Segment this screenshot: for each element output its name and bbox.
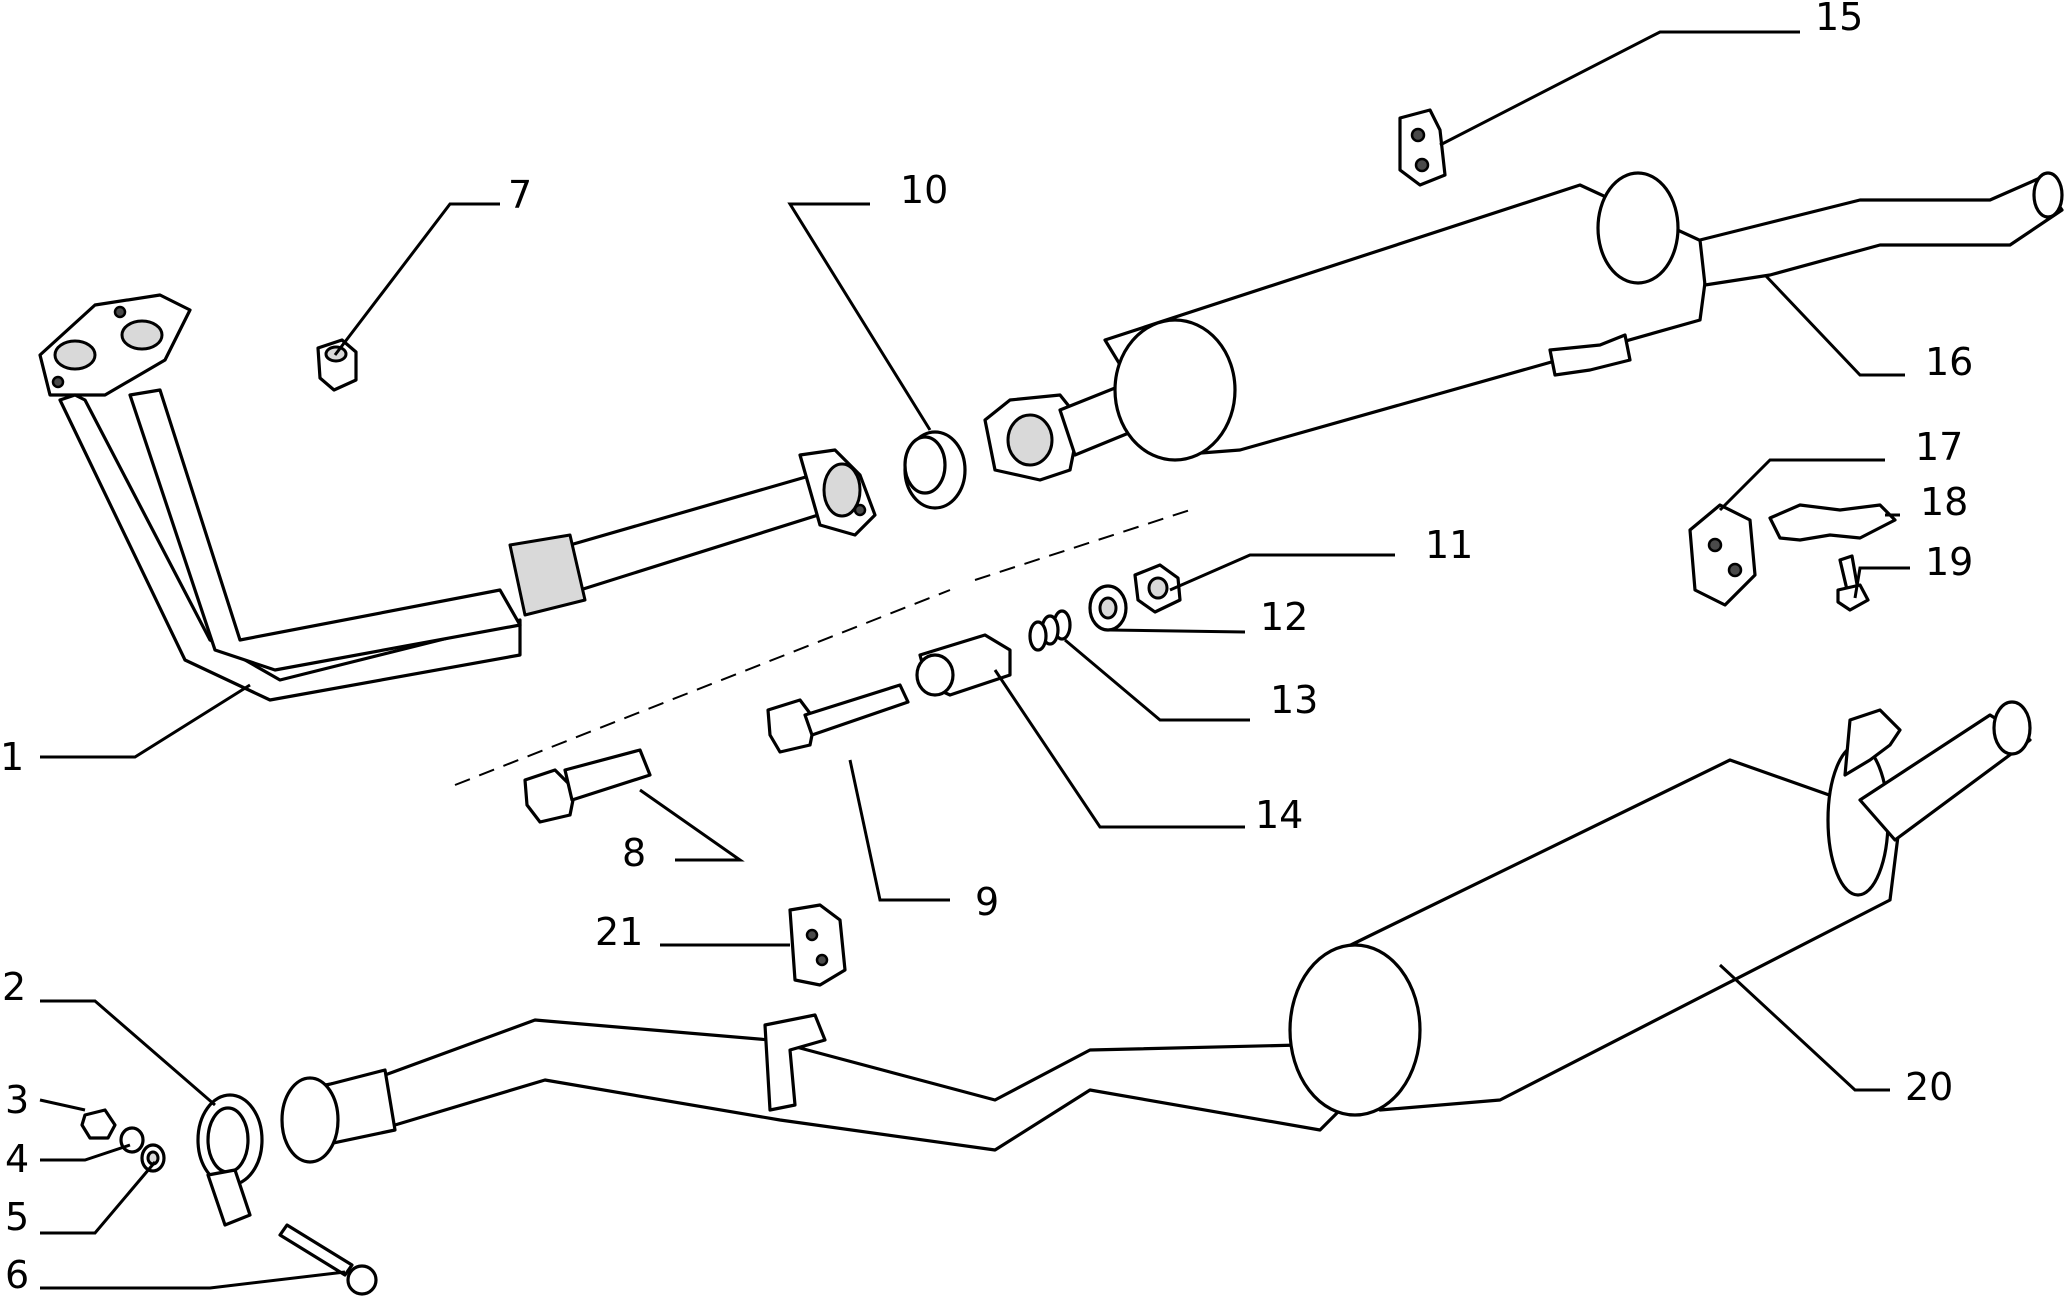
leader-lines [39,30,1910,1290]
part-9-bolt [766,683,910,754]
callout-1: 1 [0,735,24,779]
callout-9: 9 [975,880,999,924]
part-6-bolt [278,1223,378,1296]
callout-20: 20 [1905,1065,1953,1109]
callout-11: 11 [1425,523,1473,567]
part-19-screw [1836,554,1870,612]
callout-19: 19 [1925,540,1973,584]
divider-line [454,504,1196,786]
callout-4: 4 [5,1137,29,1181]
callout-15: 15 [1815,0,1863,39]
part-2-clamp [196,1093,264,1227]
part-3-nut [80,1108,117,1140]
callout-18: 18 [1920,480,1968,524]
callout-2: 2 [2,965,26,1009]
callout-17: 17 [1915,425,1963,469]
callout-12: 12 [1260,595,1308,639]
part-1-front-pipe [38,293,877,702]
part-10-sealing-ring [903,430,967,510]
part-15-rubber-mount [1398,108,1447,187]
part-20-rear-silencer [280,700,2032,1164]
part-8-bolt [523,748,652,824]
callout-7: 7 [508,173,532,217]
part-16-intermediate-silencer [983,171,2064,482]
callout-14: 14 [1255,793,1303,837]
part-17-rubber-mount [1688,503,1757,607]
part-5-washer [140,1143,166,1173]
part-18-bracket [1768,503,1897,542]
part-21-rubber-mount [788,903,847,987]
part-12-washer [1088,584,1128,632]
part-14-spacer-sleeve [915,633,1012,697]
part-11-nut [1133,563,1182,614]
callout-3: 3 [5,1078,29,1122]
callout-21: 21 [595,910,643,954]
callout-6: 6 [5,1253,29,1297]
part-13-spring [1028,609,1072,652]
callout-16: 16 [1925,340,1973,384]
callout-13: 13 [1270,678,1318,722]
part-7-nut [316,338,358,392]
callout-10: 10 [900,168,948,212]
callout-5: 5 [5,1195,29,1239]
callout-labels: 1 2 3 4 5 6 7 8 9 10 11 12 13 14 15 16 1… [0,0,1973,1297]
callout-8: 8 [622,831,646,875]
